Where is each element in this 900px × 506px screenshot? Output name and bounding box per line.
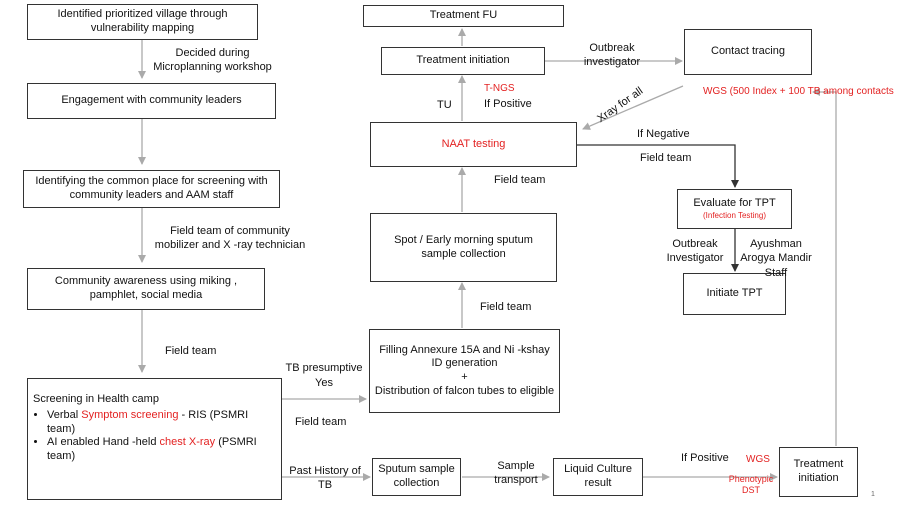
wgs-bottom-label: WGS: [746, 454, 770, 465]
awareness-label: Community awareness using miking , pamph…: [54, 275, 238, 301]
arrow-treatment-contact: [812, 88, 837, 446]
treatment-fu-label: Treatment FU: [429, 9, 498, 22]
field-team-mobilizer-label: Field team of community mobilizer and X …: [154, 225, 306, 252]
tb-presumptive-label: TB presumptive: [285, 362, 363, 374]
sample-transport-label: Sample transport: [494, 460, 538, 487]
initiate-tpt-label: Initiate TPT: [706, 287, 763, 300]
treatment-initiation-top-label: Treatment initiation: [416, 54, 510, 67]
microplanning-label: Decided during Microplanning workshop: [153, 47, 272, 74]
outbreak-investigator-bottom-label: Outbreak Investigator: [666, 238, 724, 265]
arrow-naat-evaluate: [577, 144, 739, 188]
arrow-contact-naat: [582, 85, 684, 130]
outbreak-investigator-top-label: Outbreak investigator: [583, 42, 641, 69]
filling-line-1: Filling Annexure 15A and Ni -kshay ID ge…: [379, 343, 550, 370]
if-positive-bottom-label: If Positive: [681, 452, 729, 464]
spot-collection-box: Spot / Early morning sputum sample colle…: [370, 213, 557, 282]
spot-collection-label: Spot / Early morning sputum sample colle…: [394, 233, 533, 260]
naat-label: NAAT testing: [441, 137, 506, 150]
screening-box: Screening in Health camp Verbal Symptom …: [27, 378, 282, 500]
screening-list: Verbal Symptom screening - RIS (PSMRI te…: [33, 409, 276, 464]
screening-title: Screening in Health camp: [33, 393, 159, 405]
common-place-box: Identifying the common place for screeni…: [23, 170, 280, 208]
if-negative-label: If Negative: [637, 128, 690, 140]
initiate-tpt-box: Initiate TPT: [683, 273, 786, 315]
engagement-box: Engagement with community leaders: [27, 83, 276, 119]
field-team-label-5: Field team: [640, 152, 692, 164]
field-team-label-3: Field team: [480, 301, 532, 313]
village-box: Identified prioritized village through v…: [27, 4, 258, 40]
contact-tracing-label: Contact tracing: [711, 45, 785, 58]
wgs-contacts-label: WGS (500 Index + 100 TB among contacts: [703, 86, 894, 97]
evaluate-tpt-label: Evaluate for TPT: [693, 197, 776, 210]
infection-testing-label: (Infection Testing): [703, 210, 766, 220]
village-label: Identified prioritized village through v…: [57, 8, 228, 34]
contact-tracing-box: Contact tracing: [684, 29, 812, 75]
liquid-culture-box: Liquid Culture result: [553, 458, 643, 496]
screening-item-symptom: Verbal Symptom screening - RIS (PSMRI te…: [47, 409, 276, 437]
sputum-collection-box: Sputum sample collection: [372, 458, 461, 496]
tu-label: TU: [437, 99, 452, 111]
liquid-culture-label: Liquid Culture result: [564, 463, 632, 489]
treatment-initiation-bottom-label: Treatment initiation: [793, 458, 844, 484]
filling-annexure-box: Filling Annexure 15A and Ni -kshay ID ge…: [369, 329, 560, 413]
sputum-collection-label: Sputum sample collection: [378, 463, 455, 489]
ayushman-staff-label: Ayushman Arogya Mandir Staff: [740, 238, 812, 279]
filling-line-3: Distribution of falcon tubes to eligible: [374, 384, 555, 397]
past-history-label: Past History of TB: [289, 465, 361, 492]
treatment-initiation-top-box: Treatment initiation: [381, 47, 545, 75]
field-team-label-2: Field team: [295, 416, 347, 428]
yes-label: Yes: [315, 377, 333, 389]
page-number: 1: [871, 491, 875, 498]
common-place-label: Identifying the common place for screeni…: [35, 175, 268, 201]
engagement-label: Engagement with community leaders: [61, 94, 242, 107]
evaluate-tpt-box: Evaluate for TPT (Infection Testing): [677, 189, 792, 229]
awareness-box: Community awareness using miking , pamph…: [27, 268, 265, 310]
screening-item-xray: AI enabled Hand -held chest X-ray (PSMRI…: [47, 436, 276, 464]
field-team-label-4: Field team: [494, 174, 546, 186]
treatment-fu-box: Treatment FU: [363, 5, 564, 27]
if-positive-top-label: If Positive: [484, 98, 532, 110]
naat-box: NAAT testing: [370, 122, 577, 167]
field-team-label-1: Field team: [165, 345, 217, 357]
t-ngs-label: T-NGS: [484, 83, 515, 94]
treatment-initiation-bottom-box: Treatment initiation: [779, 447, 858, 497]
filling-line-2: +: [461, 371, 468, 383]
phenotypic-dst-label: Phenotypic DST: [728, 474, 774, 495]
